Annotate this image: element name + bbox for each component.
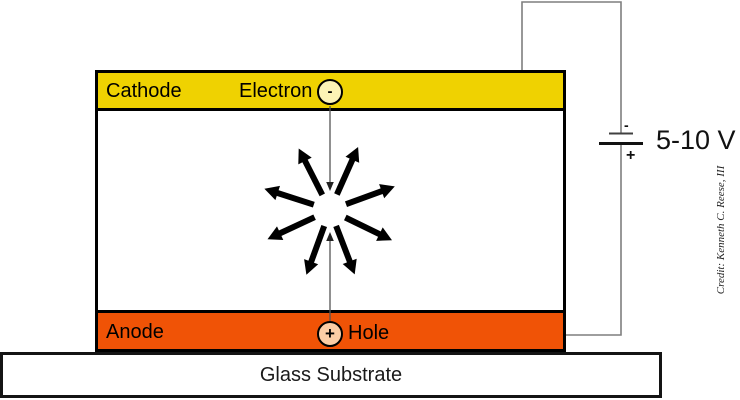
glass-substrate-label: Glass Substrate bbox=[259, 363, 403, 386]
oled-device-stack bbox=[95, 70, 566, 352]
electron-icon: - bbox=[317, 79, 343, 105]
anode-label: Anode bbox=[106, 321, 164, 343]
glass-substrate-layer: Glass Substrate bbox=[0, 352, 662, 398]
hole-icon: + bbox=[317, 321, 343, 347]
wire-battery-to-anode bbox=[566, 145, 622, 336]
wire-cathode-to-battery bbox=[521, 1, 622, 133]
credit-text: Credit: Kenneth C. Reese, III bbox=[715, 165, 727, 295]
emissive-layer bbox=[98, 111, 563, 310]
battery-plus-sign: + bbox=[626, 147, 635, 164]
cathode-label: Cathode bbox=[106, 80, 182, 102]
electron-label: Electron bbox=[239, 80, 313, 102]
battery-minus-sign: - bbox=[624, 117, 629, 133]
hole-plus-sign: + bbox=[325, 324, 335, 343]
hole-label: Hole bbox=[348, 322, 390, 344]
electron-minus-sign: - bbox=[327, 82, 333, 100]
voltage-label: 5-10 V bbox=[656, 125, 736, 155]
